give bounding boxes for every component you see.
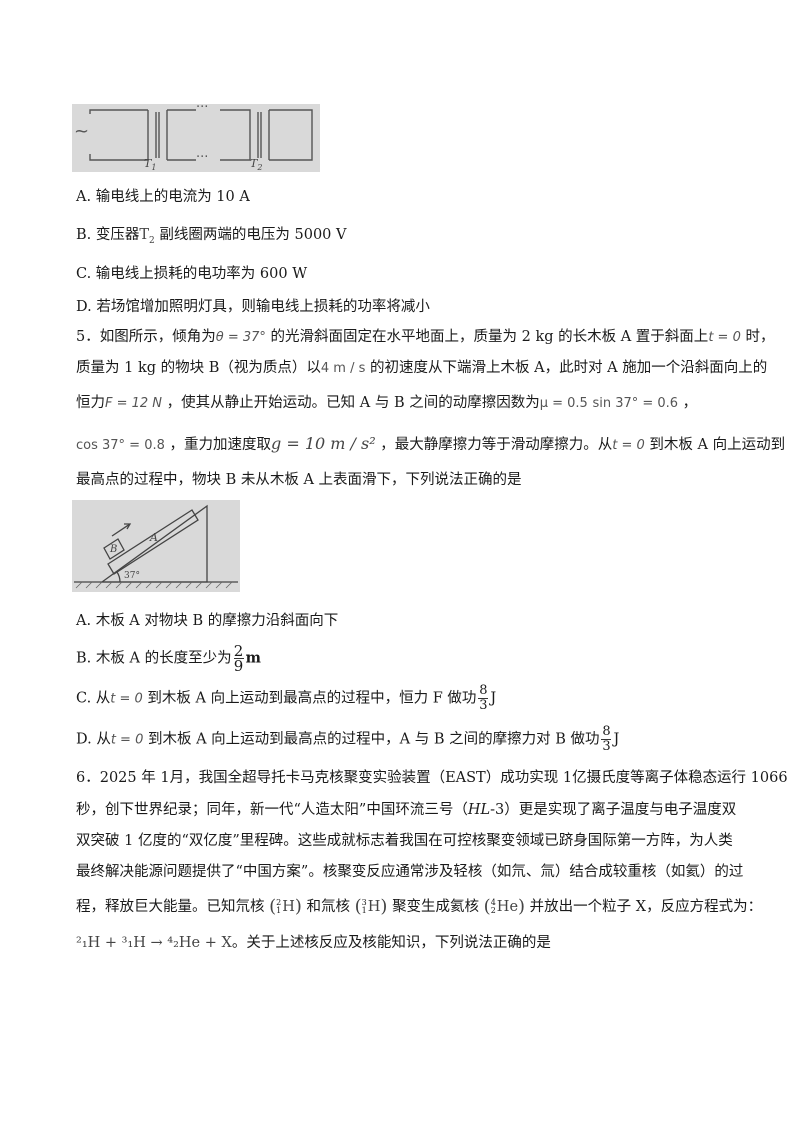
q4-option-b: B. 变压器T2 副线圈两端的电压为 5000 V (76, 227, 347, 246)
q5-line-2: 质量为 1 kg 的物块 B（视为质点）以4 m / s 的初速度从下端滑上木板… (76, 360, 768, 376)
q4-option-a: A. 输电线上的电流为 10 A (76, 189, 250, 205)
board-a-label: A (150, 531, 158, 544)
q6-line-1: 6．2025 年 1月，我国全超导托卡马克核聚变实验装置（EAST）成功实现 1… (76, 770, 788, 786)
q4-option-c: C. 输电线上损耗的电功率为 600 W (76, 266, 308, 282)
transformer-t2-label: T2 (250, 157, 263, 173)
q6-line-2: 秒，创下世界纪录；同年，新一代“人造太阳”中国环流三号（HL-3）更是实现了离子… (76, 802, 737, 818)
incline-figure: B A 37° (72, 500, 240, 592)
q5-line-3: 恒力F = 12 N ，使其从静止开始运动。已知 A 与 B 之间的动摩擦因数为… (76, 395, 698, 411)
transformer-t2-symbol: T2 (139, 227, 155, 246)
block-b-label: B (110, 544, 118, 555)
bottom-dots: ··· (196, 150, 209, 165)
q6-line-3: 双突破 1 亿度的“双亿度”里程碑。这些成就标志着我国在可控核聚变领域已跻身国际… (76, 833, 733, 849)
incline-angle-label: 37° (124, 571, 140, 581)
q4-option-d: D. 若场馆增加照明灯具，则输电线上损耗的功率将减小 (76, 299, 430, 315)
q5-option-d: D. 从t = 0 到木板 A 向上运动到最高点的过程中，A 与 B 之间的摩擦… (76, 724, 620, 754)
q6-line-4: 最终解决能源问题提供了“中国方案”。核聚变反应通常涉及轻核（如氘、氚）结合成较重… (76, 864, 744, 880)
top-dots: ··· (196, 100, 209, 115)
q5-option-a: A. 木板 A 对物块 B 的摩擦力沿斜面向下 (76, 613, 339, 629)
ac-source-symbol: ~ (74, 121, 90, 142)
circuit-diagram (89, 109, 313, 161)
fusion-equation: ²₁H + ³₁H → ⁴₂He + X (76, 935, 232, 951)
transformer-t1-label: T1 (144, 157, 157, 173)
transformer-circuit-figure: ~ ··· ··· T1 T2 (72, 100, 320, 172)
q5-line-5: 最高点的过程中，物块 B 未从木板 A 上表面滑下，下列说法正确的是 (76, 472, 522, 488)
q5-line-4: cos 37° = 0.8 ，重力加速度取g = 10 m / s² ，最大静摩… (76, 434, 786, 453)
incline-diagram (74, 504, 238, 589)
q6-line-6: ²₁H + ³₁H → ⁴₂He + X。关于上述核反应及核能知识，下列说法正确… (76, 935, 551, 951)
q5-line-1: 5．如图所示，倾角为θ = 37° 的光滑斜面固定在水平地面上，质量为 2 kg… (76, 329, 775, 345)
